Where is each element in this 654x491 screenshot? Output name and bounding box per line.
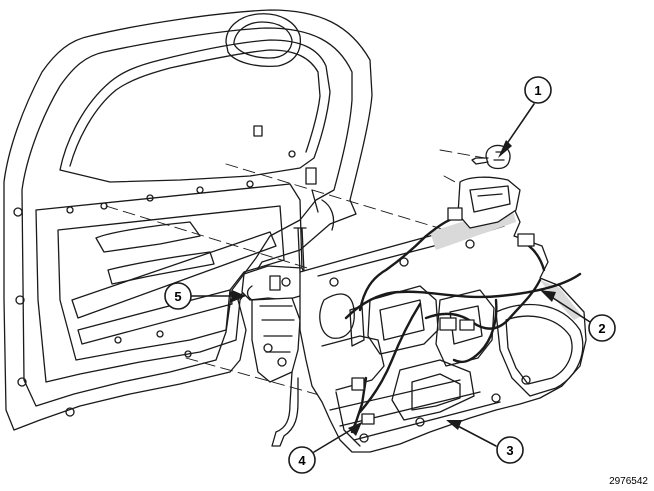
callout-2: 2 [588,314,616,342]
callout-3: 3 [496,436,524,464]
harness-connectors [351,207,535,425]
wiring-harness [344,214,582,434]
callout-2-label: 2 [598,321,605,336]
connector-4 [361,413,375,425]
callout-arrowheads [232,140,556,436]
door-latch-assembly [241,227,309,447]
callout-5: 5 [164,282,192,310]
interior-handle-bezel [457,176,521,229]
mirror-mount [225,13,302,68]
callout-4-label: 4 [298,453,306,468]
callout-3-label: 3 [506,443,513,458]
callout-leaders [191,103,591,453]
callout-1-label: 1 [534,83,541,98]
door-outer-edge [3,9,373,431]
door-shell [3,9,373,431]
window-opening [59,39,331,183]
figure-number: 2976542 [609,476,648,487]
door-inner-frame [21,27,353,407]
callout-4: 4 [288,446,316,474]
callout-5-label: 5 [174,289,181,304]
door-lower-panel [35,183,303,383]
callout-1: 1 [524,76,552,104]
